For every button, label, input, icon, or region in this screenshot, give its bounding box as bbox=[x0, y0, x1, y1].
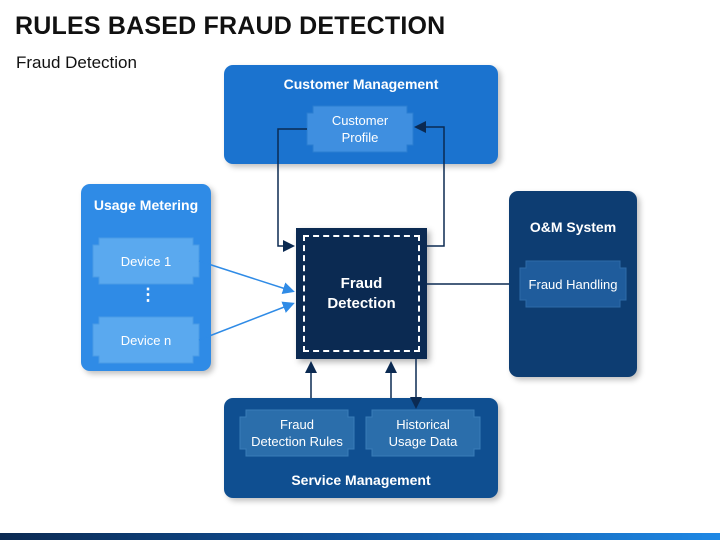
device-n-tile bbox=[92, 316, 200, 364]
device-1: Device 1 bbox=[120, 253, 172, 269]
fraud-handling-tile bbox=[519, 260, 627, 308]
fraud-handling: Fraud Handling bbox=[528, 276, 618, 292]
customer-profile: Customer Profile bbox=[331, 113, 389, 145]
fraud-rules-tile bbox=[239, 409, 355, 457]
om-system-title: O&M System bbox=[529, 219, 617, 235]
customer-management-title: Customer Management bbox=[283, 76, 439, 92]
fraud-to-profile-arrow bbox=[414, 121, 445, 247]
fraud-detection-rules: Fraud Detection Rules bbox=[251, 417, 343, 449]
customer-profile-tile bbox=[306, 105, 414, 153]
fraud-detection-label: Fraud Detection bbox=[303, 235, 420, 352]
device1-to-fraud-arrow bbox=[198, 260, 295, 294]
device-1-tile bbox=[92, 237, 200, 285]
fraud-detection-core: Fraud Detection bbox=[296, 228, 427, 359]
usage-metering-title: Usage Metering bbox=[93, 197, 199, 213]
device-n: Device n bbox=[120, 332, 172, 348]
historical-usage-data: Historical Usage Data bbox=[388, 417, 458, 449]
service-management-title: Service Management bbox=[291, 472, 431, 488]
footer-bar bbox=[0, 533, 720, 540]
historical-usage-tile bbox=[365, 409, 481, 457]
profile-to-fraud-arrow bbox=[277, 128, 307, 252]
page-subtitle: Fraud Detection bbox=[16, 53, 137, 72]
page-title: RULES BASED FRAUD DETECTION bbox=[15, 12, 446, 40]
devicen-to-fraud-arrow bbox=[198, 301, 295, 341]
